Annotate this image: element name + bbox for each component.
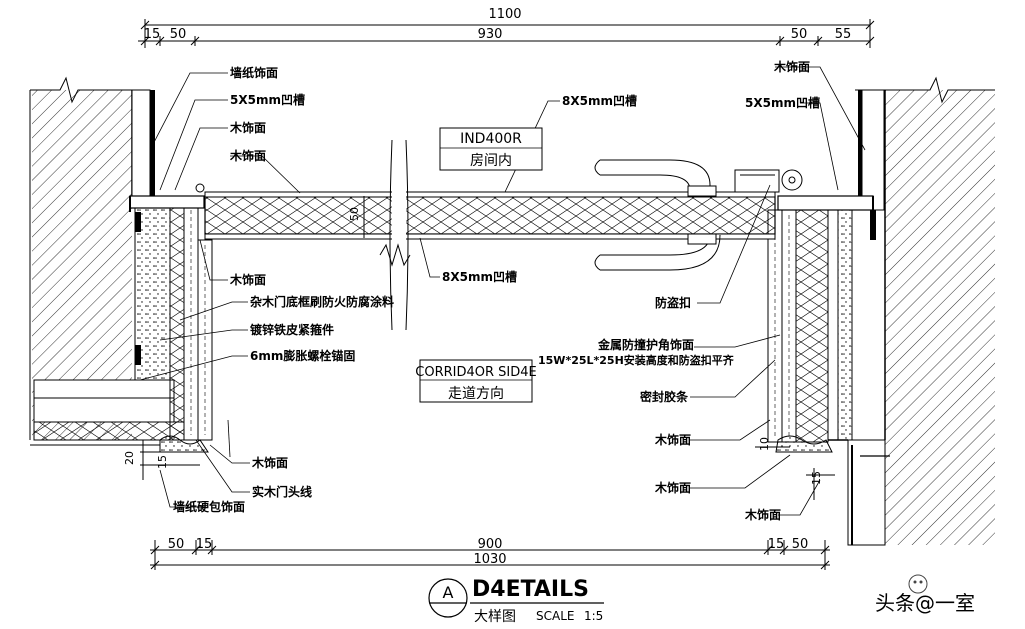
label-solid-door-trim: 实木门头线 <box>252 484 312 499</box>
left-door-jamb <box>129 183 213 453</box>
dim-bottom-seg-2: 15 <box>196 537 213 552</box>
label-wallpaper-hard-pack: 墙纸硬包饰面 <box>173 499 245 514</box>
left-wall <box>29 76 190 446</box>
label-wood-finish-left-bottom: 木饰面 <box>251 455 288 470</box>
label-groove-8x5-top: 8X5mm凹槽 <box>562 93 637 108</box>
top-dimension-lines <box>138 19 875 48</box>
title-scale-label: SCALE <box>536 609 574 623</box>
door-handle <box>594 159 803 271</box>
dim-side-left-1: 20 <box>123 451 136 465</box>
dim-panel-thickness: 50 <box>348 207 361 221</box>
dim-side-right-2: 15 <box>810 471 823 485</box>
label-groove-5x5-left: 5X5mm凹槽 <box>230 92 305 107</box>
label-wood-finish-right-1: 木饰面 <box>654 432 691 447</box>
corridor-cn: 走道方向 <box>448 386 504 402</box>
label-wallpaper-finish: 墙纸饰面 <box>230 65 278 80</box>
label-wood-finish-right-top: 木饰面 <box>773 59 810 74</box>
watermark: 头条@一室 <box>875 574 975 615</box>
watermark-text: 头条@一室 <box>875 591 975 615</box>
dim-bottom-seg-5: 50 <box>792 537 809 552</box>
title-block: A D4ETAILS 大样图 SCALE 1:5 <box>428 577 604 625</box>
dim-top-seg-3: 930 <box>478 27 503 42</box>
dim-top-seg-4: 50 <box>791 27 808 42</box>
dim-bottom-seg-1: 50 <box>168 537 185 552</box>
title-circle-letter: A <box>443 583 454 602</box>
corridor-box <box>419 359 533 403</box>
dim-side-left-2: 15 <box>156 455 169 469</box>
corridor-en: CORRID4OR SID4E <box>415 365 536 380</box>
label-guard-spec: 15W*25L*25H安装高度和防盗扣平齐 <box>538 353 735 367</box>
side-dimension-lines <box>140 196 835 500</box>
dim-top-total: 1100 <box>488 7 521 22</box>
label-frame-coating: 杂木门底框刷防火防腐涂料 <box>250 294 394 309</box>
title-main: D4ETAILS <box>472 577 589 602</box>
label-wood-finish-right-3: 木饰面 <box>744 507 781 522</box>
room-inside-en: IND400R <box>460 131 522 147</box>
dim-top-seg-1: 15 <box>144 27 161 42</box>
door-leaf <box>204 139 776 331</box>
label-galvanized-fastener: 镀锌铁皮紧箍件 <box>250 322 334 337</box>
dim-bottom-total: 1030 <box>473 552 506 567</box>
label-anti-theft-buckle: 防盗扣 <box>655 295 691 310</box>
room-inside-box <box>439 127 543 171</box>
label-wood-finish-3: 木饰面 <box>229 272 266 287</box>
label-expansion-bolt: 6mm膨胀螺栓锚固 <box>250 348 355 363</box>
dim-top-seg-2: 50 <box>170 27 187 42</box>
right-door-jamb <box>767 195 874 453</box>
label-wood-finish-right-2: 木饰面 <box>654 480 691 495</box>
label-metal-guard: 金属防撞护角饰面 <box>597 337 694 352</box>
dim-bottom-seg-3: 900 <box>478 537 503 552</box>
title-scale-value: 1:5 <box>584 609 603 623</box>
bottom-dimension-lines <box>150 540 830 570</box>
room-inside-cn: 房间内 <box>470 153 512 169</box>
title-subtitle-cn: 大样图 <box>474 609 516 625</box>
label-sealing-strip: 密封胶条 <box>640 389 689 404</box>
label-groove-5x5-right: 5X5mm凹槽 <box>745 95 820 110</box>
label-groove-8x5-bottom: 8X5mm凹槽 <box>442 269 517 284</box>
dim-top-seg-5: 55 <box>835 27 852 42</box>
label-wood-finish-1: 木饰面 <box>229 120 266 135</box>
dim-bottom-seg-4: 15 <box>768 537 785 552</box>
label-wood-finish-2: 木饰面 <box>229 148 266 163</box>
dim-side-right-1: 10 <box>758 437 771 451</box>
right-wall <box>837 76 995 546</box>
